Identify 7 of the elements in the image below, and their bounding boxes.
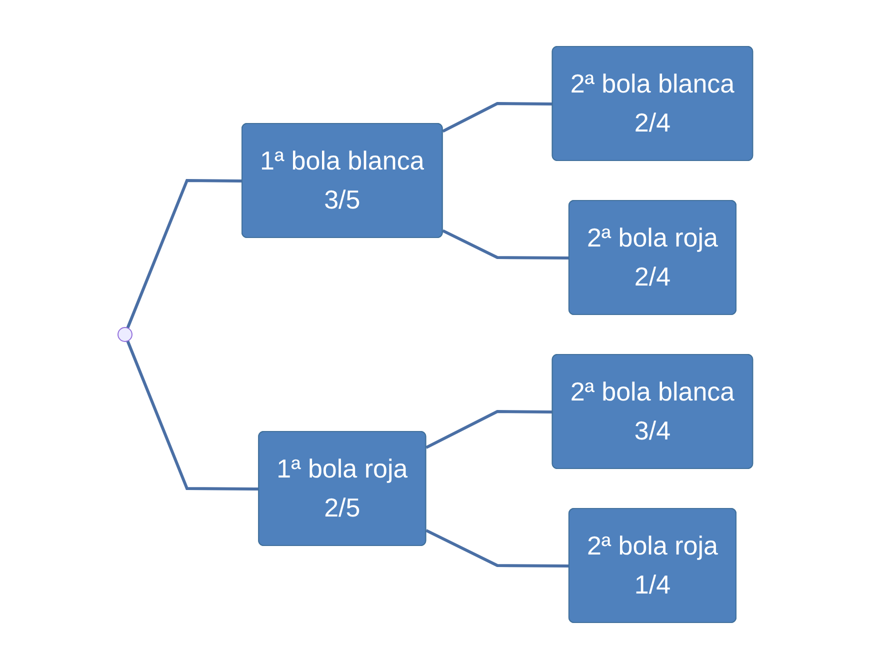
connector	[442, 102, 554, 133]
node-point	[118, 327, 133, 342]
connector	[426, 410, 554, 449]
connector	[126, 340, 260, 490]
connector	[442, 229, 570, 260]
connector	[426, 529, 570, 568]
connector	[126, 179, 243, 329]
